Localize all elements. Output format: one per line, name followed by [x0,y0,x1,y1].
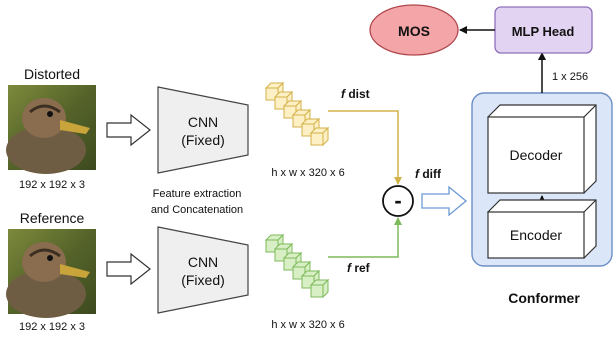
cnn-block-top: CNN (Fixed) [157,86,249,174]
decoder-label: Decoder [510,147,563,163]
mos-label: MOS [398,23,430,39]
f-diff-rest: diff [419,167,442,181]
mos-output [369,4,459,56]
cnn-top-line2: (Fixed) [181,132,225,148]
diff-to-conformer-arrow [421,185,468,217]
reference-title: Reference [20,210,85,226]
subtract-node [382,185,414,217]
distorted-title: Distorted [24,66,80,82]
f-diff-label: f diff [415,167,442,181]
f-ref-rest: ref [351,261,371,275]
ref-feature-cube [309,278,330,299]
ref-feature-shape: h x w x 320 x 6 [271,319,344,331]
cnn-block-bottom: CNN (Fixed) [157,226,249,314]
input-arrow-top [106,113,151,147]
feature-caption-line1: Feature extraction [153,188,242,200]
distorted-size: 192 x 192 x 3 [19,179,85,191]
conformer-title: Conformer [508,290,580,306]
dist-feature-stack [264,81,330,147]
embedding-size: 1 x 256 [552,71,588,83]
dist-feature-shape: h x w x 320 x 6 [271,167,344,179]
distorted-duck-image [6,85,96,174]
ref-to-diff-arrow [328,217,402,258]
f-dist-rest: dist [345,87,370,101]
f-ref-label: f ref [347,261,371,275]
cnn-top-line1: CNN [188,114,218,130]
subtract-symbol: - [394,188,401,213]
reference-duck-image [6,229,96,318]
feature-caption-line2: and Concatenation [151,204,243,216]
encoder-label: Encoder [510,227,562,243]
ref-feature-stack [264,233,330,299]
dist-to-diff-arrow [328,110,402,185]
decoder-block: Decoder [487,104,597,194]
input-arrow-bottom [106,252,151,286]
cnn-bottom-line2: (Fixed) [181,272,225,288]
cnn-bottom-line1: CNN [188,254,218,270]
reference-size: 192 x 192 x 3 [19,321,85,333]
dist-feature-cube [309,126,330,147]
f-dist-f: f [341,87,346,101]
f-diff-f: f [415,167,420,181]
encoder-block: Encoder [486,199,597,259]
f-dist-label: f dist [341,87,370,101]
mlp-head-label: MLP Head [512,24,575,39]
f-ref-f: f [347,261,352,275]
